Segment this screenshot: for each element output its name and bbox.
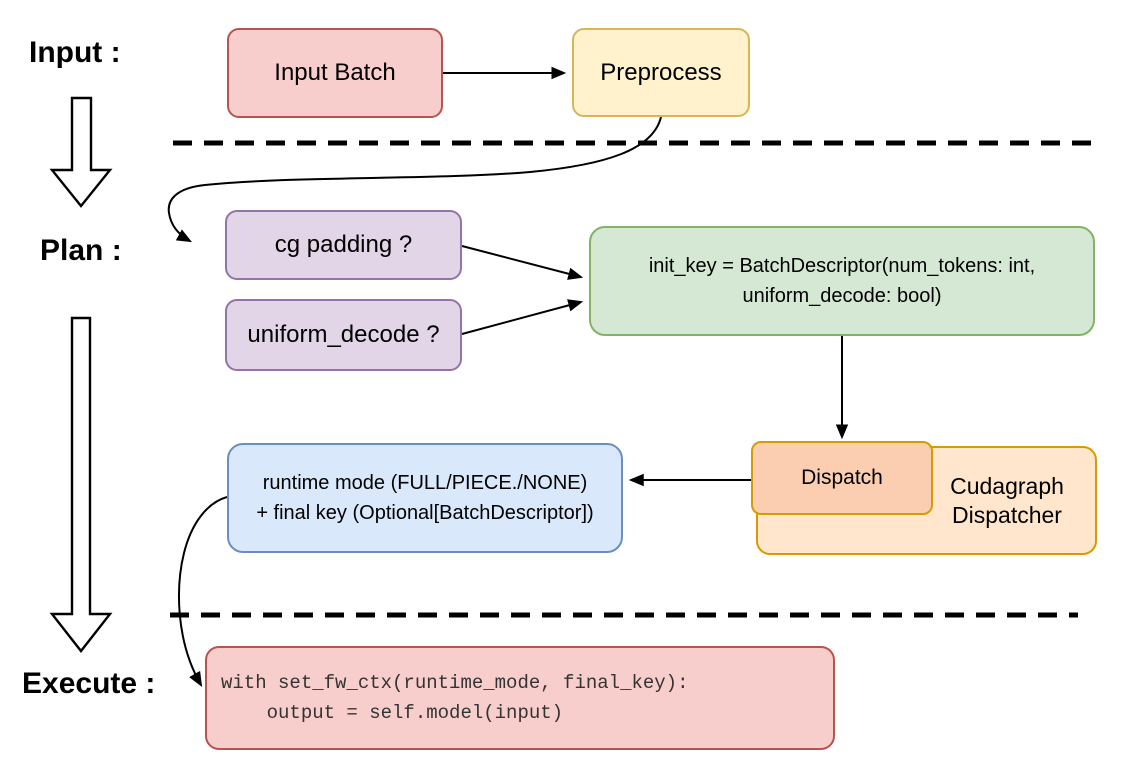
plan-to-execute-arrow — [49, 316, 113, 653]
node-init-key-line1: init_key = BatchDescriptor(num_tokens: i… — [648, 255, 1036, 277]
node-preprocess-label: Preprocess — [600, 58, 722, 86]
node-uniform-decode-label: uniform_decode ? — [247, 321, 440, 348]
execute-section-label: Execute : — [22, 667, 156, 700]
plan-section-label: Plan : — [40, 234, 122, 267]
edge-preprocess-to-cg-padding — [167, 116, 662, 243]
node-preprocess: Preprocess — [572, 28, 750, 117]
edge-cg-padding-to-init-key — [461, 245, 584, 280]
node-execute-code-line2: output = self.model(input) — [221, 702, 564, 724]
node-runtime-mode-line2: + final key (Optional[BatchDescriptor]) — [256, 502, 594, 524]
node-input-batch-label: Input Batch — [274, 59, 396, 86]
node-input-batch: Input Batch — [227, 28, 443, 118]
node-init-key: init_key = BatchDescriptor(num_tokens: i… — [589, 226, 1095, 336]
node-runtime-mode-line1: runtime mode (FULL/PIECE./NONE) — [262, 472, 588, 494]
node-cg-padding-label: cg padding ? — [274, 231, 413, 258]
node-runtime-mode: runtime mode (FULL/PIECE./NONE) + final … — [227, 443, 623, 553]
node-execute-code: with set_fw_ctx(runtime_mode, final_key)… — [205, 646, 835, 750]
node-execute-code-line1: with set_fw_ctx(runtime_mode, final_key)… — [221, 672, 689, 694]
node-dispatch-label: Dispatch — [801, 466, 883, 489]
node-cg-padding: cg padding ? — [225, 210, 462, 280]
node-cudagraph-line2: Dispatcher — [952, 501, 1062, 528]
node-dispatch: Dispatch — [751, 441, 933, 515]
node-cudagraph-dispatcher-text: Cudagraph Dispatcher — [923, 448, 1091, 553]
edge-runtime-mode-to-execute-code — [178, 496, 228, 687]
edge-uniform-decode-to-init-key — [461, 299, 584, 335]
input-to-plan-arrow — [49, 96, 113, 208]
node-cudagraph-line1: Cudagraph — [950, 472, 1064, 499]
node-init-key-line2: uniform_decode: bool) — [742, 285, 942, 307]
input-section-label: Input : — [29, 36, 121, 69]
node-uniform-decode: uniform_decode ? — [225, 299, 462, 371]
